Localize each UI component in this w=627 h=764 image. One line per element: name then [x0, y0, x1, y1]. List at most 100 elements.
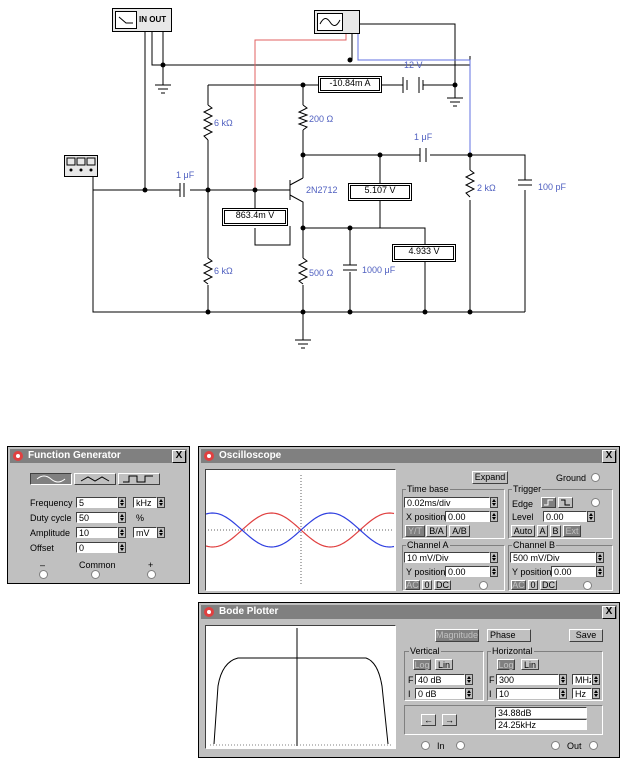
ground-terminal[interactable]	[591, 473, 600, 482]
mode-yt-button[interactable]: Y/T	[405, 525, 425, 537]
magnitude-button[interactable]: Magnitude	[435, 629, 479, 642]
offset-stepper[interactable]	[118, 542, 126, 553]
channel-b-scale-stepper[interactable]	[596, 552, 604, 563]
horizontal-final-unit-stepper[interactable]	[592, 674, 600, 685]
amplitude-label: Amplitude	[30, 528, 71, 538]
channel-b-ac-button[interactable]: AC	[511, 580, 526, 590]
level-input[interactable]: 0.00	[543, 511, 587, 522]
in-plus-terminal[interactable]	[456, 741, 465, 750]
amplitude-stepper[interactable]	[118, 527, 126, 538]
square-wave-button[interactable]	[118, 473, 160, 485]
mode-ab-button[interactable]: A/B	[449, 525, 470, 537]
horizontal-log-button[interactable]: Log	[497, 659, 515, 670]
time-base-input[interactable]: 0.02ms/div	[404, 497, 490, 508]
horizontal-initial-stepper[interactable]	[559, 688, 567, 699]
vertical-final-stepper[interactable]	[465, 674, 473, 685]
frequency-unit-select[interactable]: kHz	[133, 497, 157, 508]
frequency-input[interactable]: 5	[76, 497, 118, 508]
x-position-stepper[interactable]	[490, 511, 498, 522]
trigger-ext-button[interactable]: Ext	[563, 525, 581, 537]
channel-a-scale-input[interactable]: 10 mV/Div	[404, 552, 490, 563]
horizontal-initial-input[interactable]: 10	[496, 688, 559, 699]
close-icon[interactable]: X	[602, 450, 616, 463]
channel-a-dc-button[interactable]: DC	[434, 580, 451, 590]
out-minus-terminal[interactable]	[551, 741, 560, 750]
edge-falling-button[interactable]	[558, 497, 573, 508]
channel-a-scale-stepper[interactable]	[490, 552, 498, 563]
in-minus-terminal[interactable]	[421, 741, 430, 750]
horizontal-final-input[interactable]: 300	[496, 674, 559, 685]
trigger-terminal[interactable]	[591, 498, 600, 507]
app-icon	[204, 607, 214, 617]
channel-a-zero-button[interactable]: 0	[422, 580, 432, 590]
oscilloscope-symbol[interactable]	[314, 10, 360, 34]
vertical-log-button[interactable]: Log	[413, 659, 431, 670]
vertical-initial-input[interactable]: 0 dB	[415, 688, 465, 699]
save-button[interactable]: Save	[569, 629, 603, 642]
duty-cycle-stepper[interactable]	[118, 512, 126, 523]
horizontal-lin-button[interactable]: Lin	[521, 659, 539, 670]
channel-a-y-position-stepper[interactable]	[490, 566, 498, 577]
sine-wave-icon	[36, 475, 66, 483]
channel-b-terminal[interactable]	[583, 581, 592, 590]
triangle-wave-button[interactable]	[74, 473, 116, 485]
offset-input[interactable]: 0	[76, 542, 118, 553]
oscilloscope-screen	[205, 469, 396, 591]
horizontal-initial-unit-stepper[interactable]	[592, 688, 600, 699]
channel-b-zero-button[interactable]: 0	[528, 580, 538, 590]
amplitude-unit-stepper[interactable]	[157, 527, 165, 538]
trigger-b-button[interactable]: B	[550, 525, 561, 537]
channel-a-ac-button[interactable]: AC	[405, 580, 420, 590]
channel-b-dc-button[interactable]: DC	[540, 580, 557, 590]
horizontal-final-unit-select[interactable]: MHz	[572, 674, 592, 685]
close-icon[interactable]: X	[172, 450, 186, 463]
horizontal-final-stepper[interactable]	[559, 674, 567, 685]
plus-terminal[interactable]	[147, 570, 156, 579]
edge-rising-button[interactable]	[541, 497, 556, 508]
frequency-unit-stepper[interactable]	[157, 497, 165, 508]
vertical-lin-button[interactable]: Lin	[435, 659, 453, 670]
amplitude-unit-select[interactable]: mV	[133, 527, 157, 538]
x-position-input[interactable]: 0.00	[445, 511, 490, 522]
resistor-label: 2 kΩ	[477, 183, 496, 193]
duty-cycle-input[interactable]: 50	[76, 512, 118, 523]
close-icon[interactable]: X	[602, 606, 616, 619]
cursor-right-button[interactable]: →	[442, 714, 457, 726]
amplitude-input[interactable]: 10	[76, 527, 118, 538]
cursor-left-button[interactable]: ←	[421, 714, 436, 726]
out-plus-terminal[interactable]	[589, 741, 598, 750]
edge-label: Edge	[512, 499, 534, 509]
phase-button[interactable]: Phase	[487, 629, 531, 642]
horizontal-initial-label: I	[489, 689, 492, 699]
mode-ba-button[interactable]: B/A	[426, 525, 447, 537]
time-base-label: Time base	[406, 484, 450, 494]
vertical-final-input[interactable]: 40 dB	[415, 674, 465, 685]
channel-a-terminal[interactable]	[479, 581, 488, 590]
bode-titlebar[interactable]: Bode Plotter X	[201, 605, 617, 619]
horizontal-initial-unit-select[interactable]: Hz	[572, 688, 592, 699]
channel-b-y-position-stepper[interactable]	[596, 566, 604, 577]
function-generator-symbol[interactable]: IN OUT	[112, 8, 172, 32]
transistor-label: 2N2712	[306, 185, 338, 195]
time-base-stepper[interactable]	[490, 497, 498, 508]
sine-wave-button[interactable]	[30, 473, 72, 485]
trigger-a-button[interactable]: A	[537, 525, 548, 537]
common-terminal[interactable]	[91, 570, 100, 579]
fg-titlebar[interactable]: Function Generator X	[10, 449, 187, 463]
minus-terminal[interactable]	[39, 570, 48, 579]
frequency-stepper[interactable]	[118, 497, 126, 508]
channel-b-y-position-input[interactable]: 0.00	[551, 566, 596, 577]
channel-b-scale-input[interactable]: 500 mV/Div	[510, 552, 596, 563]
circuit-schematic	[92, 23, 532, 349]
vertical-initial-stepper[interactable]	[465, 688, 473, 699]
bode-plotter-symbol[interactable]	[64, 155, 98, 177]
trigger-auto-button[interactable]: Auto	[511, 525, 535, 537]
readout-frequency: 24.25kHz	[495, 719, 587, 730]
x-position-label: X position	[406, 512, 446, 522]
expand-button[interactable]: Expand	[472, 471, 508, 484]
oscilloscope-titlebar[interactable]: Oscilloscope X	[201, 449, 617, 463]
bode-magnitude-curve	[210, 628, 392, 746]
level-stepper[interactable]	[587, 511, 595, 522]
out-label: Out	[567, 741, 582, 751]
channel-a-y-position-input[interactable]: 0.00	[445, 566, 490, 577]
